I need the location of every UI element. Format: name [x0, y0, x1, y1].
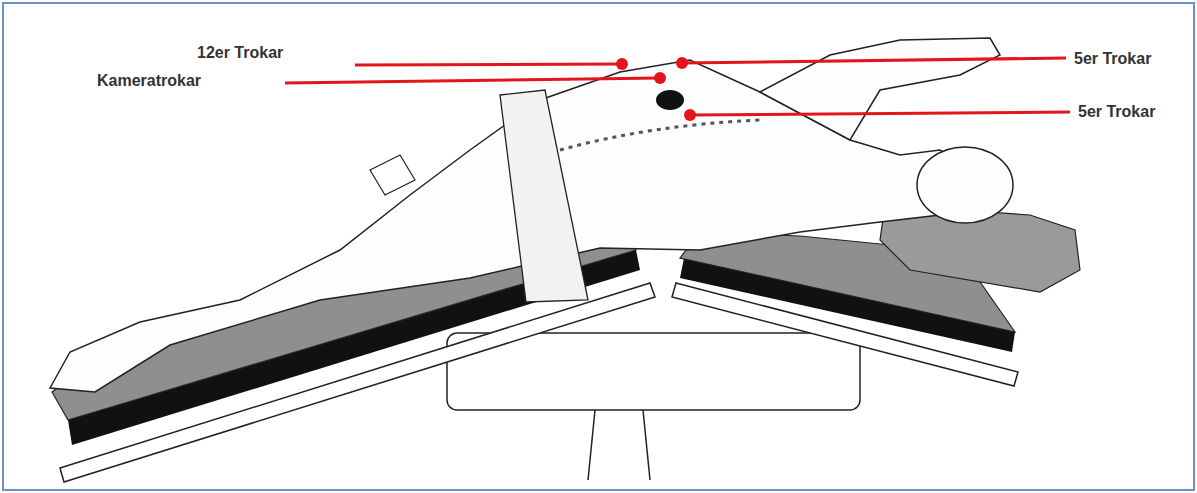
table-base — [447, 333, 860, 410]
trocar-device — [656, 90, 684, 110]
leader-line — [690, 112, 1070, 115]
patient-arm — [760, 38, 1000, 140]
body-strap — [500, 90, 588, 302]
leader-dot — [616, 58, 628, 70]
trocar-label: 5er Trokar — [1074, 50, 1151, 68]
trocar-label: Kameratrokar — [97, 72, 201, 90]
leader-dot — [654, 72, 666, 84]
leader-line — [355, 64, 622, 65]
trocar-label: 12er Trokar — [197, 44, 283, 62]
leader-dot — [684, 109, 696, 121]
patient-head — [917, 147, 1013, 223]
leader-line — [285, 78, 660, 83]
spine — [560, 120, 760, 150]
leader-line — [682, 58, 1066, 63]
frame — [3, 3, 1194, 490]
leader-dot — [676, 57, 688, 69]
trocar-label: 5er Trokar — [1078, 103, 1155, 121]
hip-pad — [370, 155, 415, 195]
